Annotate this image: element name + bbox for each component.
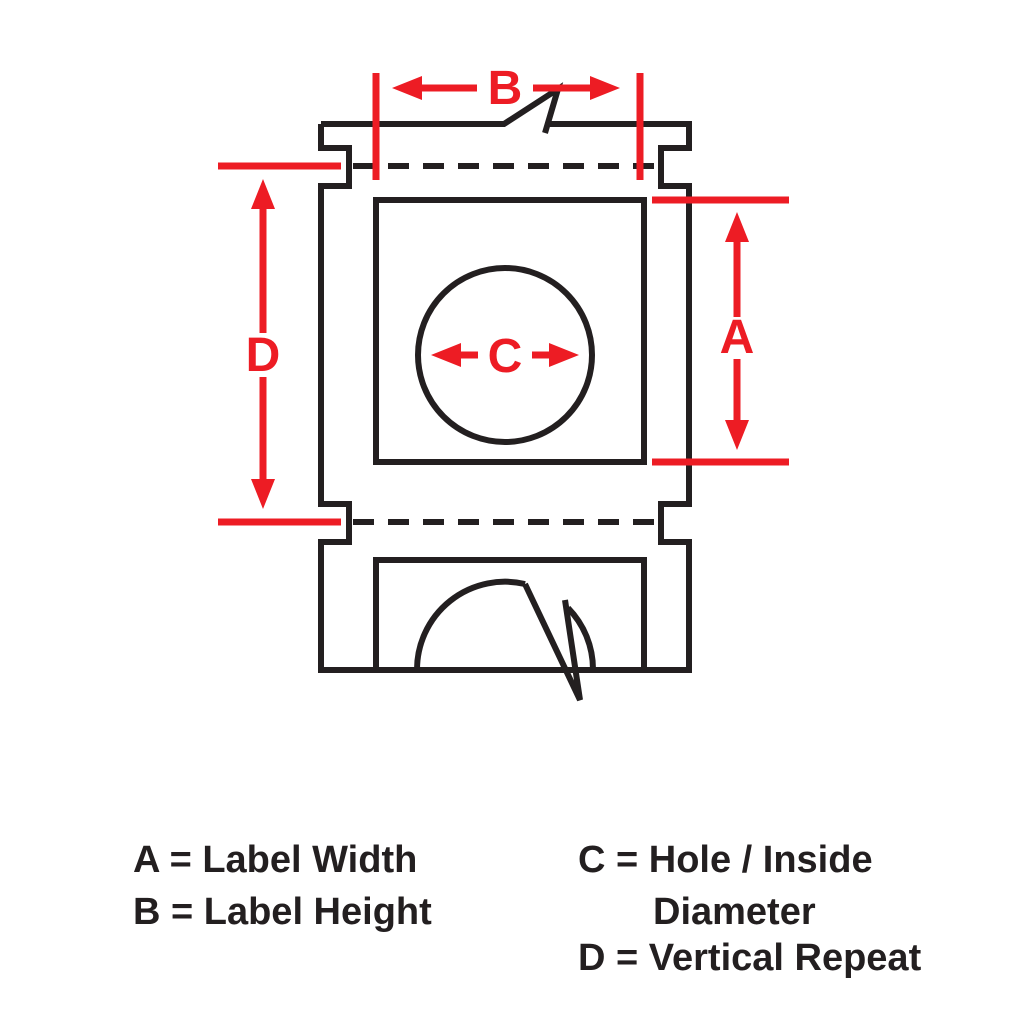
dim-b-arrowhead-left [392, 76, 422, 100]
dim-c-arrowhead-left [431, 343, 461, 367]
dim-d-arrowhead-up [251, 179, 275, 209]
dim-a-label: A [720, 311, 755, 364]
legend-item-d: D = Vertical Repeat [578, 937, 922, 979]
dim-a-arrowhead-down [725, 420, 749, 450]
legend-item-c-line1: C = Hole / Inside [578, 839, 873, 881]
next-label-hole-arc [413, 578, 526, 671]
liner-outline [318, 121, 692, 673]
dim-a-arrowhead-up [725, 212, 749, 242]
liner-bottom-break-mark [522, 582, 583, 702]
label-hole-circle [415, 265, 595, 445]
next-label-outline [373, 557, 647, 670]
next-label-hole-arc-right [565, 605, 597, 671]
legend-item-b: B = Label Height [133, 891, 432, 933]
legend-item-c-line2: Diameter [653, 891, 816, 933]
dim-c-label: C [488, 330, 523, 383]
dim-d-label: D [246, 329, 281, 382]
legend-item-a: A = Label Width [133, 839, 417, 881]
dim-d-arrowhead-down [251, 479, 275, 509]
liner-top-edge-break-mark [321, 82, 564, 134]
label-outline [373, 197, 647, 465]
dim-b-label: B [488, 62, 523, 115]
dim-c-arrowhead-right [549, 343, 579, 367]
dim-b-arrowhead-right [590, 76, 620, 100]
